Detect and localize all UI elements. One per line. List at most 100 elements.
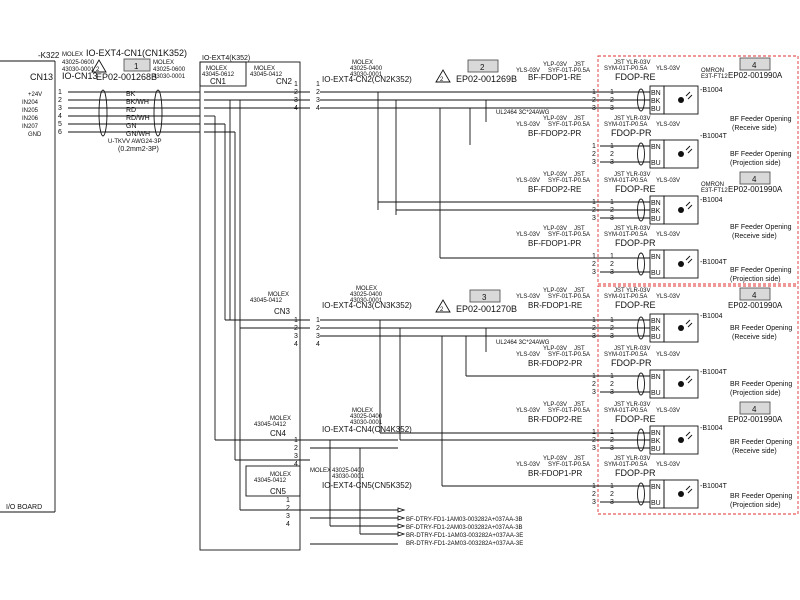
sensor-1-jst: JST xyxy=(574,62,585,68)
sensor-1-yls: YLS-03V xyxy=(516,68,540,74)
sensor-4-pin-2: 2 xyxy=(592,261,596,268)
sensor-3-side: (Receive side) xyxy=(732,233,777,240)
sensor-4-emitter-icon xyxy=(678,261,684,267)
sensor-7-ref: -B1004 xyxy=(700,425,723,432)
sensor-2-yls-r: YLS-03V xyxy=(656,122,680,128)
sensor-8-title: BR Feeder Opening xyxy=(730,493,792,500)
io-board: -K322 CN13 +24V IN204 IN205 IN206 IN207 … xyxy=(0,51,62,513)
sensor-3-pin-3: 3 xyxy=(592,215,596,222)
sensor-4-yls: YLS-03V xyxy=(516,232,540,238)
sensor-5-rpin-1: 1 xyxy=(610,317,614,324)
sensor-7-ep: EP02-001990A xyxy=(728,415,783,424)
wire-color-4: RD/WH xyxy=(126,115,150,122)
cn4-name: CN4 xyxy=(270,429,287,438)
sensor-6-pin-2: 2 xyxy=(592,381,596,388)
sensor-block-6: YLP-03V JST YLS-03V SYF-01T-P0.5A BR-FDO… xyxy=(466,346,792,399)
cn3-name: CN3 xyxy=(274,307,291,316)
sensor-2-sym: SYM-01T-P0.5A xyxy=(604,122,647,128)
sensor-8-pin-1: 1 xyxy=(592,483,596,490)
sensor-7-name: FDOP-RE xyxy=(615,414,656,424)
sensor-5-ylp: YLP-03V xyxy=(543,288,567,294)
sensor-block-2: YLP-03V JST YLS-03V SYF-01T-P0.5A BF-FDO… xyxy=(516,116,792,169)
cn2-ul-spec: UL2464 3C*24AWG xyxy=(496,110,550,116)
sensor-1-pin-1: 1 xyxy=(592,89,596,96)
sensor-1-ylp: YLP-03V xyxy=(543,62,567,68)
sensor-1-yls-r: YLS-03V xyxy=(656,66,680,72)
signal-label-1: +24V xyxy=(28,92,42,98)
sensor-7-body xyxy=(663,425,699,455)
sensor-6-rpin-2: 2 xyxy=(610,381,614,388)
sensor-1-title: BF Feeder Opening xyxy=(730,116,792,123)
sensor-7-title: BR Feeder Opening xyxy=(730,439,792,446)
cn5-pin-1: 1 xyxy=(286,497,290,504)
cn3-cable-label: IO-EXT4-CN3(CN3K352) xyxy=(322,301,412,310)
sensor-6-yls-r: YLS-03V xyxy=(656,352,680,358)
cn2-out-pin-2: 2 xyxy=(316,89,320,96)
sensor-8-sym: SYM-01T-P0.5A xyxy=(604,462,647,468)
sensor-5-yls-r: YLS-03V xyxy=(656,294,680,300)
sensor-5-bu: BU xyxy=(651,334,661,341)
sensor-5-pin-2: 2 xyxy=(592,325,596,332)
cn13-cable-label: IO-CN13 xyxy=(62,71,98,81)
signal-label-6: GND xyxy=(28,132,42,138)
sensor-4-pin-1: 1 xyxy=(592,253,596,260)
sensor-1-ref: -B1004 xyxy=(700,87,723,94)
cn1-part-b2: 43030-0001 xyxy=(153,74,186,80)
sensor-1-bu: BU xyxy=(651,106,661,113)
sensor-8-body xyxy=(663,479,699,509)
sensor-7-revision-box xyxy=(739,401,771,415)
signal-label-2: IN204 xyxy=(22,100,39,106)
cn1-molex: MOLEX xyxy=(206,66,227,72)
cn3-revision-flag: 2 xyxy=(440,307,444,313)
sensor-6-sym: SYM-01T-P0.5A xyxy=(604,352,647,358)
sensor-6-rpin-3: 3 xyxy=(610,389,614,396)
sensor-5-side: (Receive side) xyxy=(732,334,777,341)
cn2-name: CN2 xyxy=(276,77,293,86)
cable-size: (0.2mm2-3P) xyxy=(118,146,159,153)
cn3-part: 43045-0412 xyxy=(250,298,283,304)
sensor-8-ref: -B1004T xyxy=(700,483,728,490)
sensor-8-bn: BN xyxy=(651,484,661,491)
sensor-8-syf: SYF-01T-P0.5A xyxy=(548,462,590,468)
sensor-3-syf: SYF-01T-P0.5A xyxy=(548,178,590,184)
cn4-pin-4: 4 xyxy=(294,461,298,468)
cn4-pin-2: 2 xyxy=(294,445,298,452)
sensor-6-side: (Projection side) xyxy=(730,390,781,397)
sensor-4-rpin-1: 1 xyxy=(610,253,614,260)
sensor-1-name: FDOP-RE xyxy=(615,72,656,82)
sensor-8-rpin-3: 3 xyxy=(610,499,614,506)
sensor-1-revision-box xyxy=(739,57,771,71)
cn5-header-box xyxy=(245,465,301,497)
sensor-3-pin-1: 1 xyxy=(592,199,596,206)
sensor-2-ylp: YLP-03V xyxy=(543,116,567,122)
cn4-cable-part1: 43025-0400 xyxy=(350,414,383,420)
sensor-3-shield xyxy=(637,198,645,222)
cn1-part-a1: 43025-0600 xyxy=(62,60,95,66)
sensor-2-rpin-2: 2 xyxy=(610,151,614,158)
sensor-3-yls: YLS-03V xyxy=(516,178,540,184)
sensor-4-rpin-2: 2 xyxy=(610,261,614,268)
sensor-8-pin-2: 2 xyxy=(592,491,596,498)
sensor-6-ref: -B1004T xyxy=(700,369,728,376)
sensor-7-revision: 4 xyxy=(752,405,757,414)
cn2-molex: MOLEX xyxy=(254,66,275,72)
sensor-2-body xyxy=(663,139,699,169)
cn2-ep-number: EP02-001269B xyxy=(456,74,517,84)
cn5-pin-2: 2 xyxy=(286,505,290,512)
sensor-6-rpin-1: 1 xyxy=(610,373,614,380)
cn5-pin-3: 3 xyxy=(286,513,290,520)
cn5-pin-4: 4 xyxy=(286,521,290,528)
output-arrow-3 xyxy=(397,523,406,529)
signal-label-5: IN207 xyxy=(22,124,39,130)
sensor-7-yls: YLS-03V xyxy=(516,408,540,414)
revision-flag-1: 2 xyxy=(96,67,100,73)
sensor-5-receiver-icon xyxy=(678,325,684,331)
sensor-5-jst-ylr: JST YLR-03V xyxy=(614,288,650,294)
revision-number-1: 1 xyxy=(134,62,139,71)
sensor-1-shield xyxy=(637,88,645,112)
sensor-7-sym: SYM-01T-P0.5A xyxy=(604,408,647,414)
cn2-part: 43045-0412 xyxy=(250,72,283,78)
cn2-out-pin-4: 4 xyxy=(316,105,320,112)
sensor-8-rpin-2: 2 xyxy=(610,491,614,498)
sensor-7-rpin-2: 2 xyxy=(610,437,614,444)
